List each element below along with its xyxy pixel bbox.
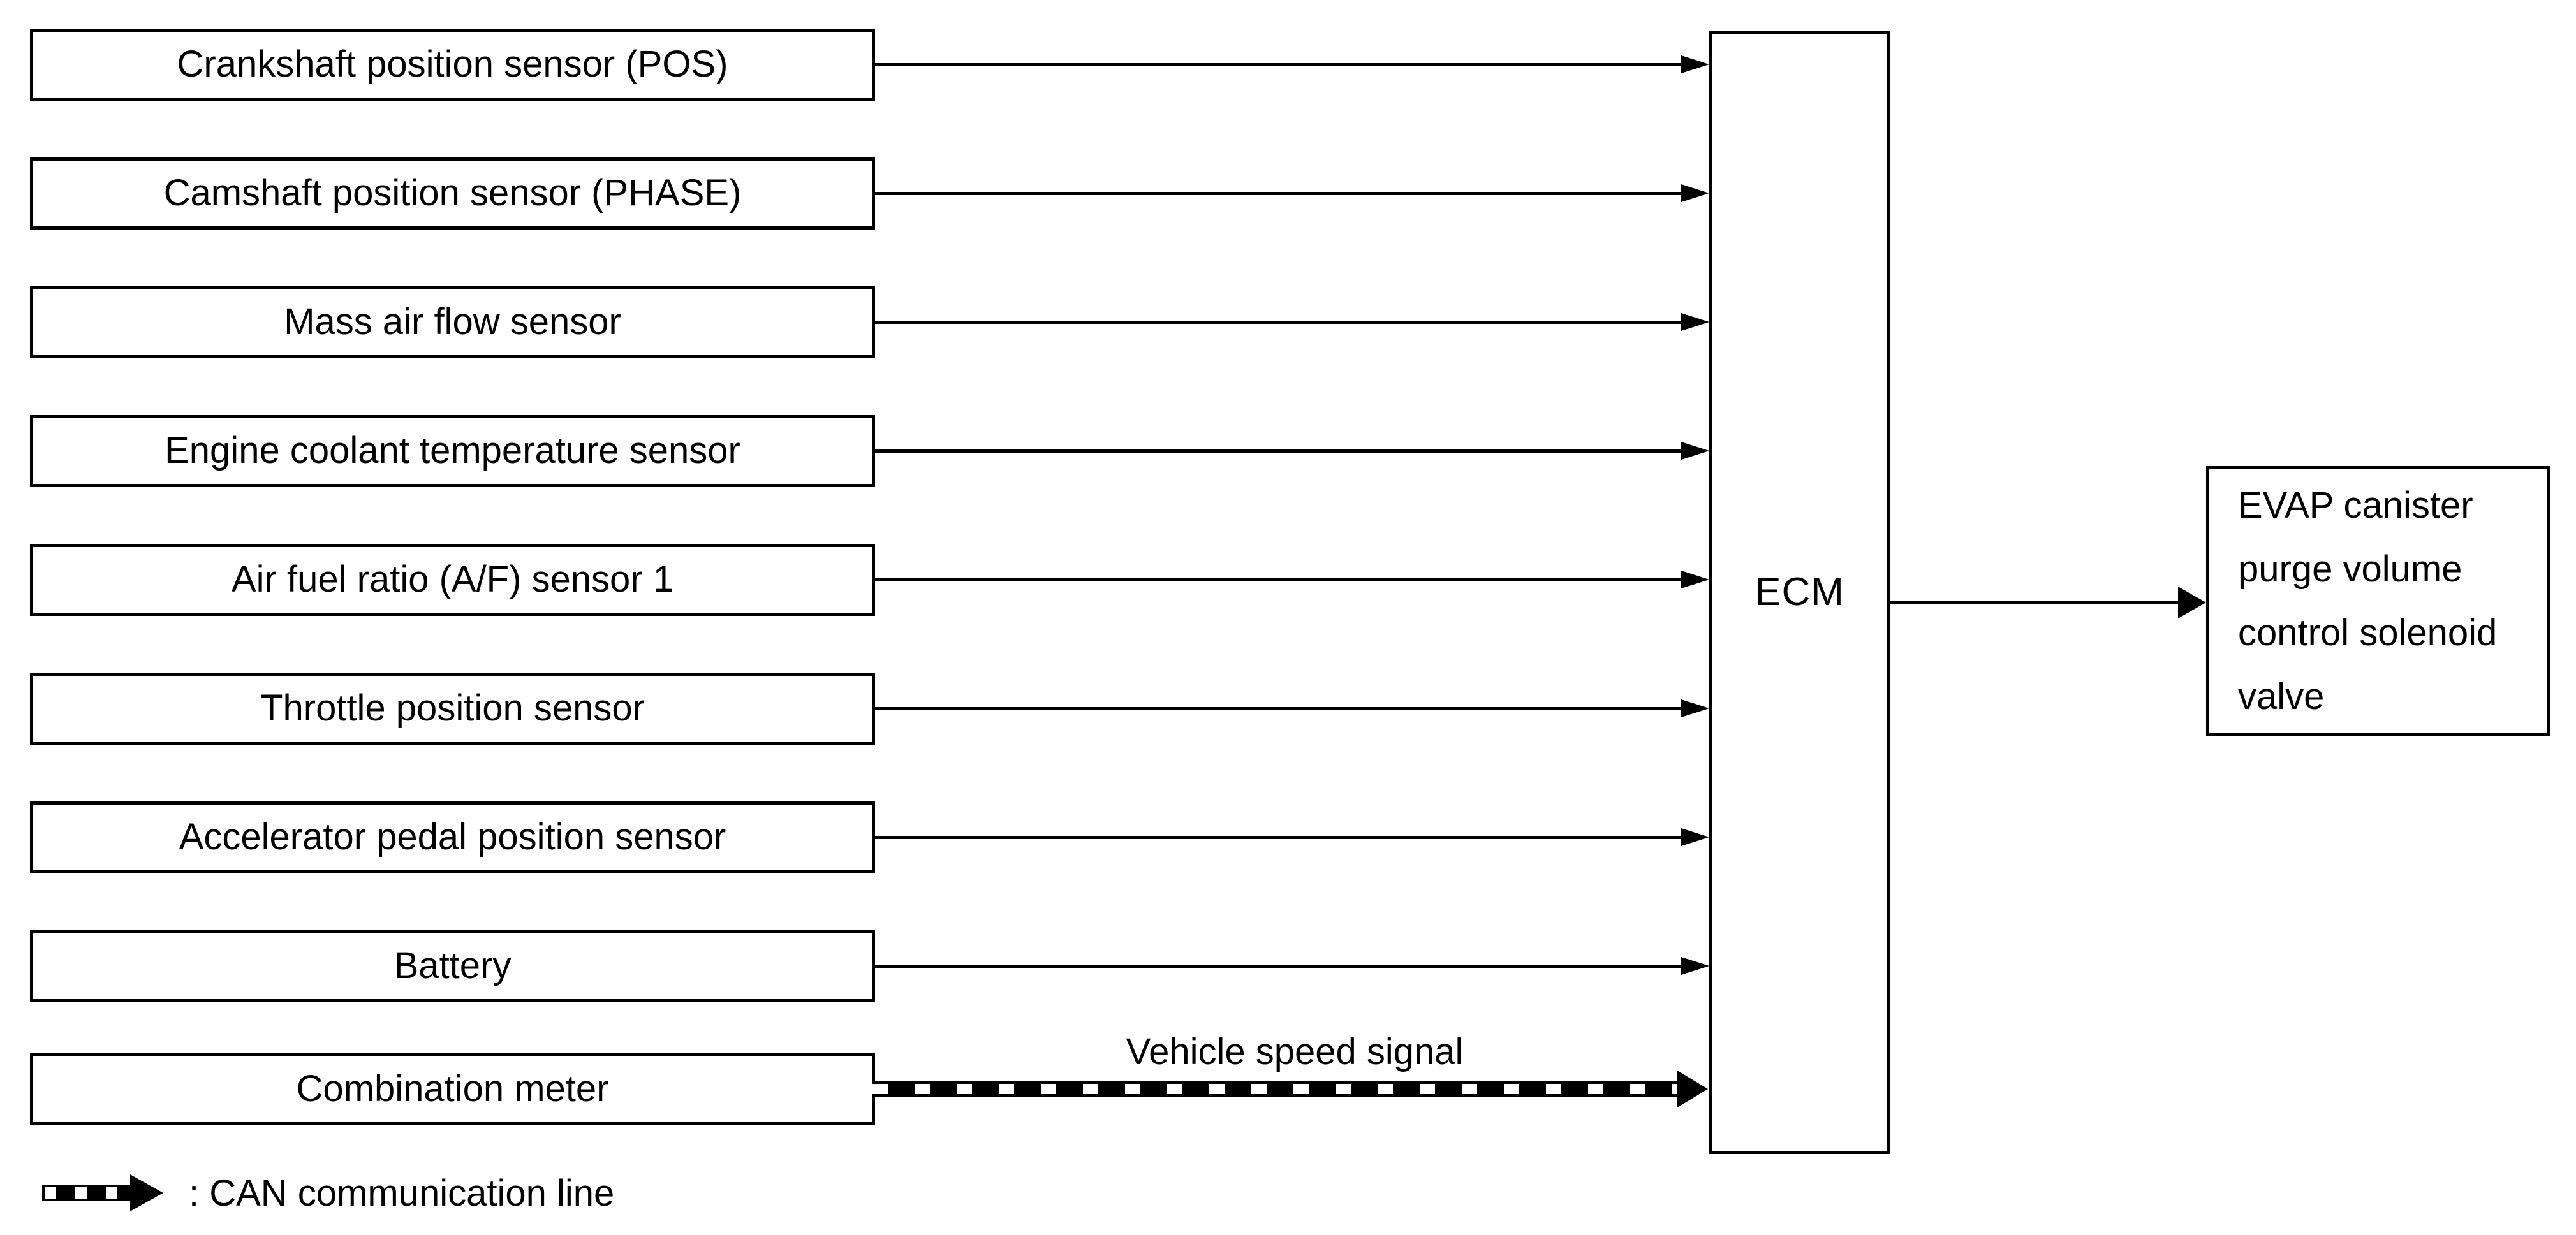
output-box-line: EVAP canister bbox=[2238, 485, 2473, 526]
input-box-camshaft-position-sensor: Camshaft position sensor (PHASE) bbox=[30, 157, 875, 230]
signal-line bbox=[875, 63, 1681, 66]
arrowhead-icon bbox=[1681, 957, 1709, 975]
arrowhead-icon bbox=[1681, 828, 1709, 846]
input-box-accelerator-pedal-position-sensor: Accelerator pedal position sensor bbox=[30, 801, 875, 873]
output-arrowhead-icon bbox=[2178, 587, 2206, 618]
arrowhead-icon bbox=[1681, 313, 1709, 331]
input-box-combination-meter: Combination meter bbox=[30, 1053, 875, 1125]
output-box-line: purge volume bbox=[2238, 548, 2462, 590]
arrowhead-icon bbox=[1681, 184, 1709, 202]
legend-arrowhead-icon bbox=[130, 1174, 163, 1211]
output-line bbox=[1890, 601, 2178, 604]
signal-line bbox=[875, 449, 1681, 453]
input-box-air-fuel-ratio-sensor: Air fuel ratio (A/F) sensor 1 bbox=[30, 544, 875, 616]
input-box-engine-coolant-temperature-sensor: Engine coolant temperature sensor bbox=[30, 415, 875, 487]
arrowhead-icon bbox=[1681, 442, 1709, 460]
output-box-evap-valve: EVAP canister purge volume control solen… bbox=[2206, 466, 2550, 736]
ecm-box: ECM bbox=[1709, 31, 1890, 1154]
input-box-throttle-position-sensor: Throttle position sensor bbox=[30, 673, 875, 745]
arrowhead-icon bbox=[1681, 571, 1709, 588]
legend-can-line-swatch bbox=[42, 1185, 130, 1201]
signal-line bbox=[875, 836, 1681, 839]
arrowhead-icon bbox=[1681, 699, 1709, 717]
input-box-mass-air-flow-sensor: Mass air flow sensor bbox=[30, 286, 875, 358]
signal-line bbox=[875, 192, 1681, 195]
input-box-battery: Battery bbox=[30, 930, 875, 1002]
output-box-line: control solenoid bbox=[2238, 612, 2498, 654]
input-box-crankshaft-position-sensor: Crankshaft position sensor (POS) bbox=[30, 29, 875, 101]
can-signal-label: Vehicle speed signal bbox=[1126, 1031, 1464, 1072]
signal-line bbox=[875, 707, 1681, 710]
signal-line bbox=[875, 321, 1681, 324]
can-arrowhead-icon bbox=[1677, 1071, 1708, 1107]
legend-label: : CAN communication line bbox=[189, 1173, 615, 1214]
output-box-line: valve bbox=[2238, 676, 2325, 717]
signal-line bbox=[875, 578, 1681, 581]
signal-line bbox=[875, 965, 1681, 968]
can-communication-line bbox=[872, 1081, 1679, 1097]
arrowhead-icon bbox=[1681, 55, 1709, 73]
